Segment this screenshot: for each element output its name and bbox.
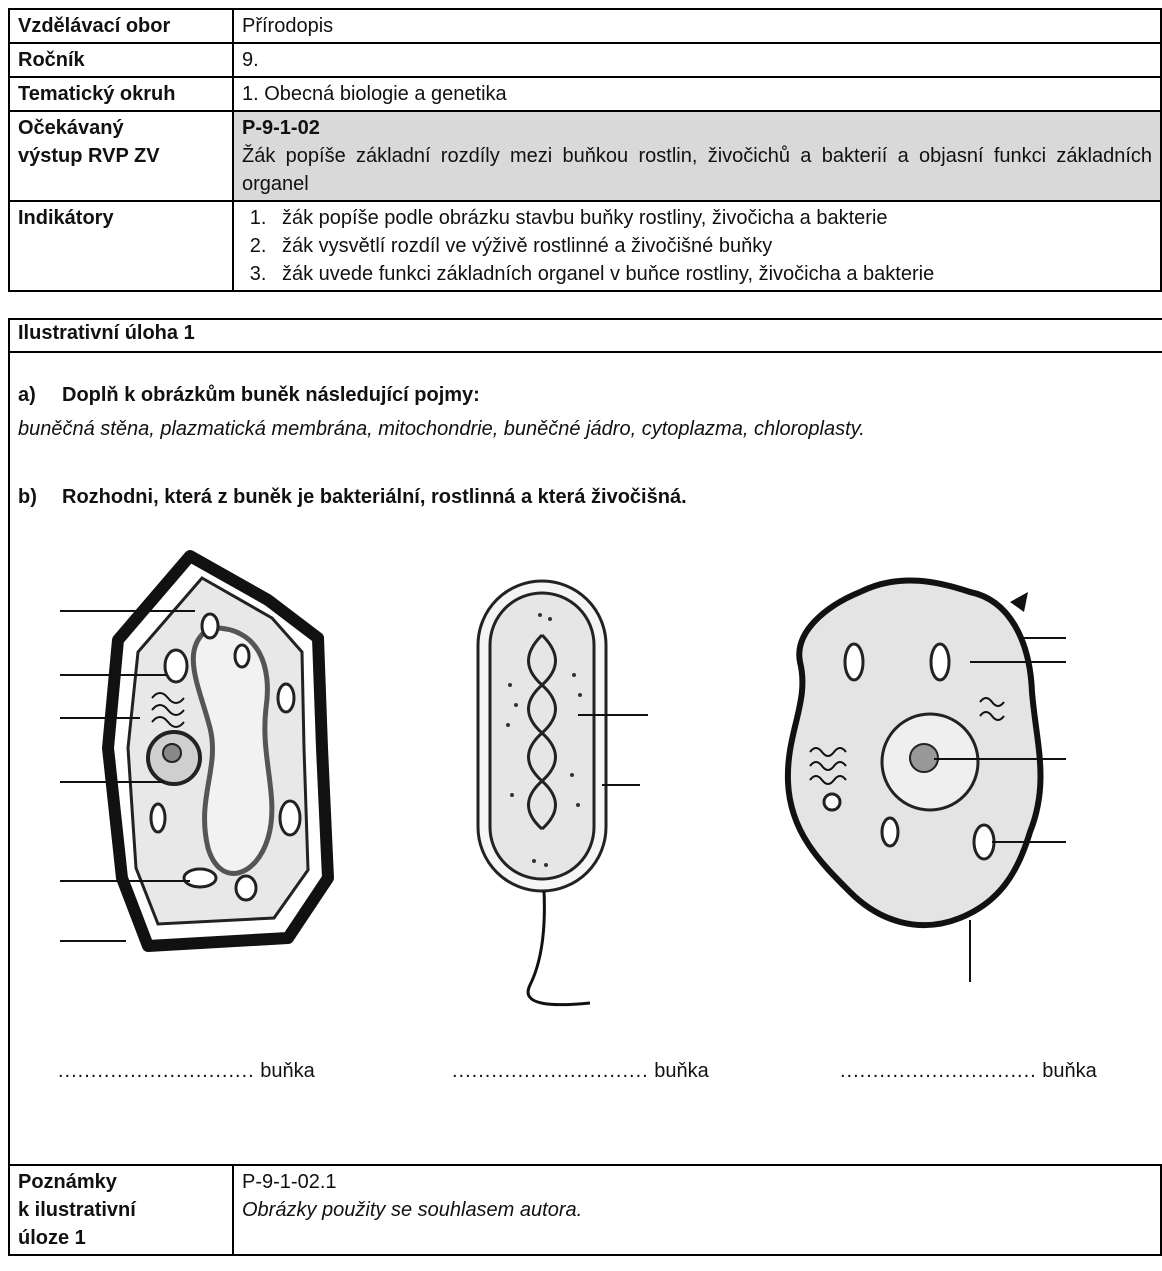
notes-label-line3: úloze 1 xyxy=(18,1224,224,1252)
indicators-value: žák popíše podle obrázku stavbu buňky ro… xyxy=(233,201,1161,291)
outcome-text: Žák popíše základní rozdíly mezi buňkou … xyxy=(242,142,1152,198)
answer-dots: .............................. xyxy=(452,1060,649,1082)
notes-code: P-9-1-02.1 xyxy=(242,1168,1152,1196)
topic-label: Tematický okruh xyxy=(9,77,233,111)
row-outcome: Očekávaný výstup RVP ZV P-9-1-02 Žák pop… xyxy=(9,111,1161,201)
answer-blank-2[interactable]: .............................. buňka xyxy=(452,1060,709,1083)
indicator-item: žák vysvětlí rozdíl ve výživě rostlinné … xyxy=(272,232,1152,260)
grade-value: 9. xyxy=(233,43,1161,77)
plant-cell-illustration xyxy=(60,548,360,968)
notes-table: Poznámky k ilustrativní úloze 1 P-9-1-02… xyxy=(8,1164,1162,1256)
notes-label-line2: k ilustrativní xyxy=(18,1196,224,1224)
notes-text: Obrázky použity se souhlasem autora. xyxy=(242,1196,1152,1224)
subject-label: Vzdělávací obor xyxy=(9,9,233,43)
metadata-table: Vzdělávací obor Přírodopis Ročník 9. Tem… xyxy=(8,8,1162,292)
answer-word: buňka xyxy=(1042,1060,1097,1082)
answer-blank-1[interactable]: .............................. buňka xyxy=(58,1060,315,1083)
question-b-letter: b) xyxy=(18,486,62,509)
notes-label-line1: Poznámky xyxy=(18,1168,224,1196)
row-topic: Tematický okruh 1. Obecná biologie a gen… xyxy=(9,77,1161,111)
grade-label: Ročník xyxy=(9,43,233,77)
indicator-item: žák uvede funkci základních organel v bu… xyxy=(272,260,1152,288)
terms-list: buněčná stěna, plazmatická membrána, mit… xyxy=(18,418,865,441)
indicators-list: žák popíše podle obrázku stavbu buňky ro… xyxy=(242,204,1152,288)
question-b: b)Rozhodni, která z buněk je bakteriální… xyxy=(18,486,687,509)
subject-value: Přírodopis xyxy=(233,9,1161,43)
indicators-label: Indikátory xyxy=(9,201,233,291)
task-title: Ilustrativní úloha 1 xyxy=(18,322,195,345)
outcome-label: Očekávaný výstup RVP ZV xyxy=(9,111,233,201)
row-grade: Ročník 9. xyxy=(9,43,1161,77)
bacterial-cell-illustration xyxy=(470,575,670,1015)
question-a-text: Doplň k obrázkům buněk následující pojmy… xyxy=(62,384,480,406)
answer-dots: .............................. xyxy=(840,1060,1037,1082)
topic-value: 1. Obecná biologie a genetika xyxy=(233,77,1161,111)
outcome-value: P-9-1-02 Žák popíše základní rozdíly mez… xyxy=(233,111,1161,201)
row-subject: Vzdělávací obor Přírodopis xyxy=(9,9,1161,43)
question-a: a)Doplň k obrázkům buněk následující poj… xyxy=(18,384,480,407)
answer-blank-3[interactable]: .............................. buňka xyxy=(840,1060,1097,1083)
question-a-letter: a) xyxy=(18,384,62,407)
outcome-label-line2: výstup RVP ZV xyxy=(18,142,224,170)
indicator-item: žák popíše podle obrázku stavbu buňky ro… xyxy=(272,204,1152,232)
animal-cell-illustration xyxy=(770,552,1080,992)
row-notes: Poznámky k ilustrativní úloze 1 P-9-1-02… xyxy=(9,1165,1161,1255)
answer-dots: .............................. xyxy=(58,1060,255,1082)
outcome-code: P-9-1-02 xyxy=(242,114,1152,142)
row-indicators: Indikátory žák popíše podle obrázku stav… xyxy=(9,201,1161,291)
divider xyxy=(10,351,1162,353)
question-b-text: Rozhodni, která z buněk je bakteriální, … xyxy=(62,486,687,508)
notes-label: Poznámky k ilustrativní úloze 1 xyxy=(9,1165,233,1255)
worksheet: Vzdělávací obor Přírodopis Ročník 9. Tem… xyxy=(8,8,1162,292)
answer-word: buňka xyxy=(260,1060,315,1082)
notes-value: P-9-1-02.1 Obrázky použity se souhlasem … xyxy=(233,1165,1161,1255)
answer-word: buňka xyxy=(654,1060,709,1082)
outcome-label-line1: Očekávaný xyxy=(18,114,224,142)
